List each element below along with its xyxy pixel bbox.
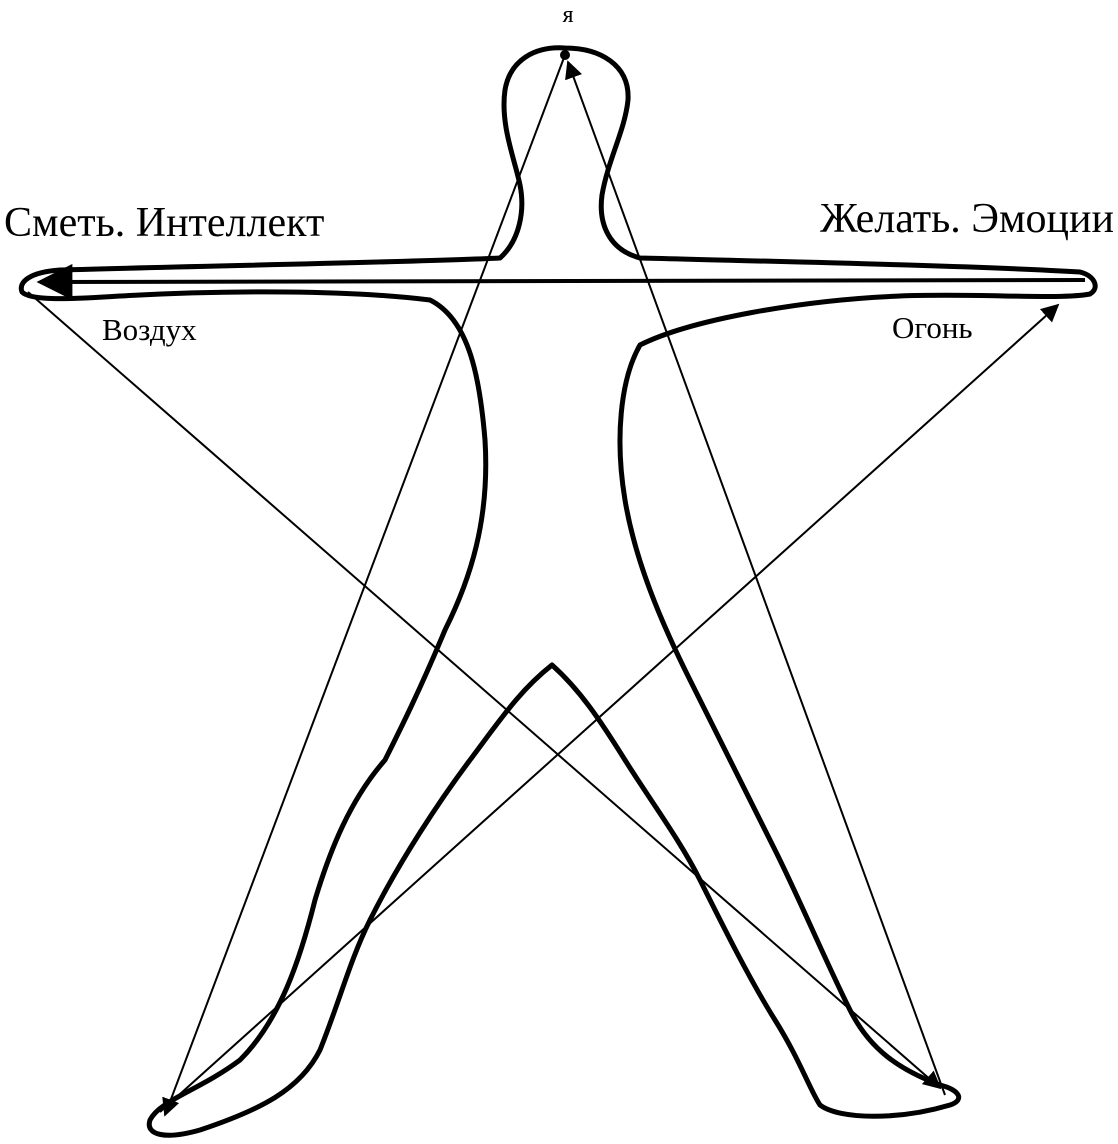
star-line-left-to-bottom-right — [27, 291, 942, 1090]
right-arm-label: Желать. Эмоции — [820, 196, 1114, 242]
left-element-label: Воздух — [102, 312, 197, 347]
human-figure-outline — [18, 45, 1098, 1138]
star-line-right-to-left — [36, 263, 1086, 300]
top-label: я — [562, 2, 573, 28]
star-line-bottom-left-to-right — [159, 303, 1060, 1113]
left-arm-label: Сметь. Интеллект — [4, 200, 324, 246]
right-element-label: Огонь — [892, 310, 973, 345]
top-point-dot — [560, 50, 570, 60]
star-line-bottom-right-to-top — [565, 60, 946, 1096]
